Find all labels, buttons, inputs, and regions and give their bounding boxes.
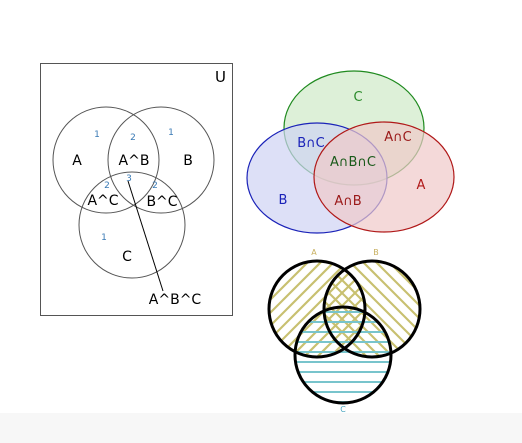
region-bc-label: B^C <box>146 194 177 210</box>
set-b-label: B <box>183 153 193 169</box>
hatch-line <box>324 261 420 357</box>
venn-diagram-3: A B C <box>267 248 422 414</box>
ellipse-ac-label: A∩C <box>384 130 412 145</box>
count-a-only: 1 <box>94 130 100 140</box>
ellipse-a-label: A <box>417 178 426 193</box>
count-abc: 3 <box>126 174 132 184</box>
ellipse-abc-label: A∩B∩C <box>330 155 376 170</box>
bottom-strip <box>0 413 522 443</box>
hatch-line <box>269 261 354 357</box>
set-a-ellipse <box>313 121 455 233</box>
set-b-circle <box>107 106 215 214</box>
hatched-a-label: A <box>311 248 317 257</box>
hatch-line <box>269 261 365 357</box>
ellipse-b-label: B <box>279 193 288 208</box>
set-c-circle <box>78 171 186 279</box>
set-a-circle <box>52 106 160 214</box>
hatch-a <box>269 261 365 357</box>
ellipse-c-label: C <box>353 90 362 105</box>
hatch-line <box>293 261 365 357</box>
hatch-line <box>269 261 365 357</box>
hatched-c-label: C <box>340 405 346 414</box>
hatch-line <box>382 261 420 357</box>
triple-pointer-line <box>127 180 164 292</box>
hatch-line <box>408 261 420 357</box>
universe-label: U <box>215 68 226 86</box>
hatch-line <box>324 261 420 357</box>
hatch-line <box>395 261 420 357</box>
region-ac-label: A^C <box>87 193 118 209</box>
hatched-circle-c <box>293 305 393 405</box>
set-a-label: A <box>72 153 82 169</box>
venn-diagram-2: C B A B∩C A∩C A∩B∩C A∩B <box>246 70 455 234</box>
count-c-only: 1 <box>101 233 107 243</box>
count-ac: 2 <box>104 181 110 191</box>
hatched-circle-a <box>267 259 367 359</box>
ellipse-bc-label: B∩C <box>297 136 325 151</box>
count-ab: 2 <box>130 133 136 143</box>
count-b-only: 1 <box>168 128 174 138</box>
count-bc: 2 <box>152 181 158 191</box>
hatch-line <box>324 261 391 357</box>
hatched-b-label: B <box>373 248 379 257</box>
set-c-label: C <box>122 249 132 265</box>
hatch-line <box>324 261 404 357</box>
region-ab-label: A^B <box>119 153 150 169</box>
venn-diagram-1: U A B C A^B A^C B^C 1 2 1 2 3 2 1 A^B^C <box>40 63 233 316</box>
triple-intersection-label: A^B^C <box>149 292 202 308</box>
ellipse-ab-label: A∩B <box>334 194 361 209</box>
hatch-line <box>330 261 420 357</box>
hatched-circle-b <box>322 259 422 359</box>
universe-frame <box>40 63 233 316</box>
hatch-line <box>269 261 365 357</box>
